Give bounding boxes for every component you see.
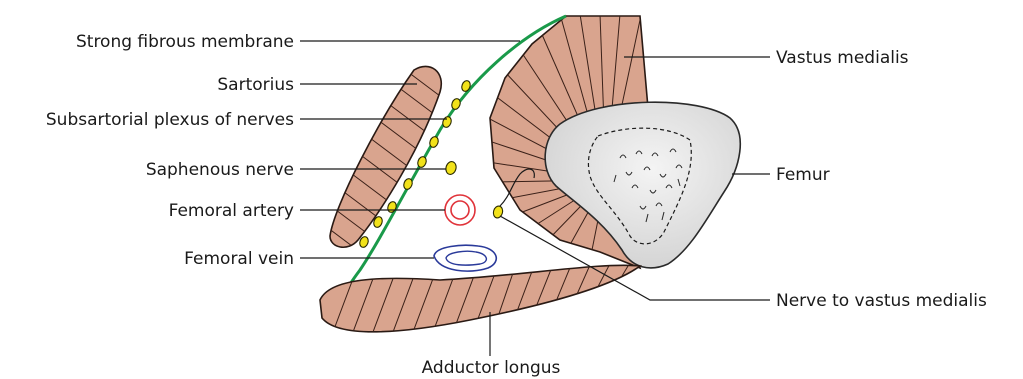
saphenous-nerve-dot <box>444 160 457 175</box>
femoral-artery <box>445 195 475 225</box>
label-femoral-artery: Femoral artery <box>169 201 294 221</box>
label-vastus-medialis: Vastus medialis <box>776 48 909 68</box>
label-strong-fibrous-membrane: Strong fibrous membrane <box>76 32 294 52</box>
label-saphenous-nerve: Saphenous nerve <box>146 160 294 180</box>
label-femur: Femur <box>776 165 830 185</box>
label-subsartorial-plexus: Subsartorial plexus of nerves <box>46 110 294 130</box>
femoral-vein <box>434 245 496 271</box>
label-adductor-longus: Adductor longus <box>422 358 561 378</box>
label-nerve-to-vastus-medialis: Nerve to vastus medialis <box>776 291 987 311</box>
label-sartorius: Sartorius <box>217 75 294 95</box>
label-femoral-vein: Femoral vein <box>184 249 294 269</box>
